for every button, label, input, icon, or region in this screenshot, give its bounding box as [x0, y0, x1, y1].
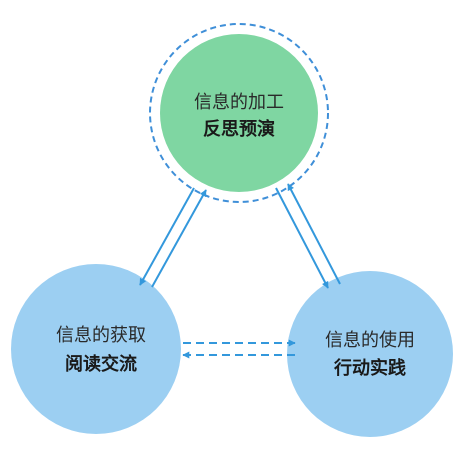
node-processing-line2: 反思预演 [203, 118, 275, 140]
node-processing: 信息的加工 反思预演 [149, 23, 329, 203]
node-acquisition-line2: 阅读交流 [65, 353, 137, 375]
node-usage-circle [287, 271, 453, 437]
node-acquisition-line1: 信息的获取 [56, 325, 146, 346]
arrow-processing-to-usage [275, 187, 329, 289]
node-processing-dashed-ring [149, 23, 329, 203]
node-processing-line1: 信息的加工 [194, 92, 284, 113]
arrow-usage-to-processing [287, 183, 341, 285]
arrow-acquisition-to-processing [151, 189, 207, 288]
arrow-processing-to-acquisition [139, 187, 195, 286]
node-processing-circle [160, 34, 318, 192]
node-acquisition-circle [11, 264, 181, 434]
node-usage-line2: 行动实践 [333, 357, 406, 379]
node-usage-line1: 信息的使用 [325, 330, 415, 351]
node-acquisition: 信息的获取 阅读交流 [11, 264, 181, 434]
node-usage: 信息的使用 行动实践 [287, 271, 453, 437]
